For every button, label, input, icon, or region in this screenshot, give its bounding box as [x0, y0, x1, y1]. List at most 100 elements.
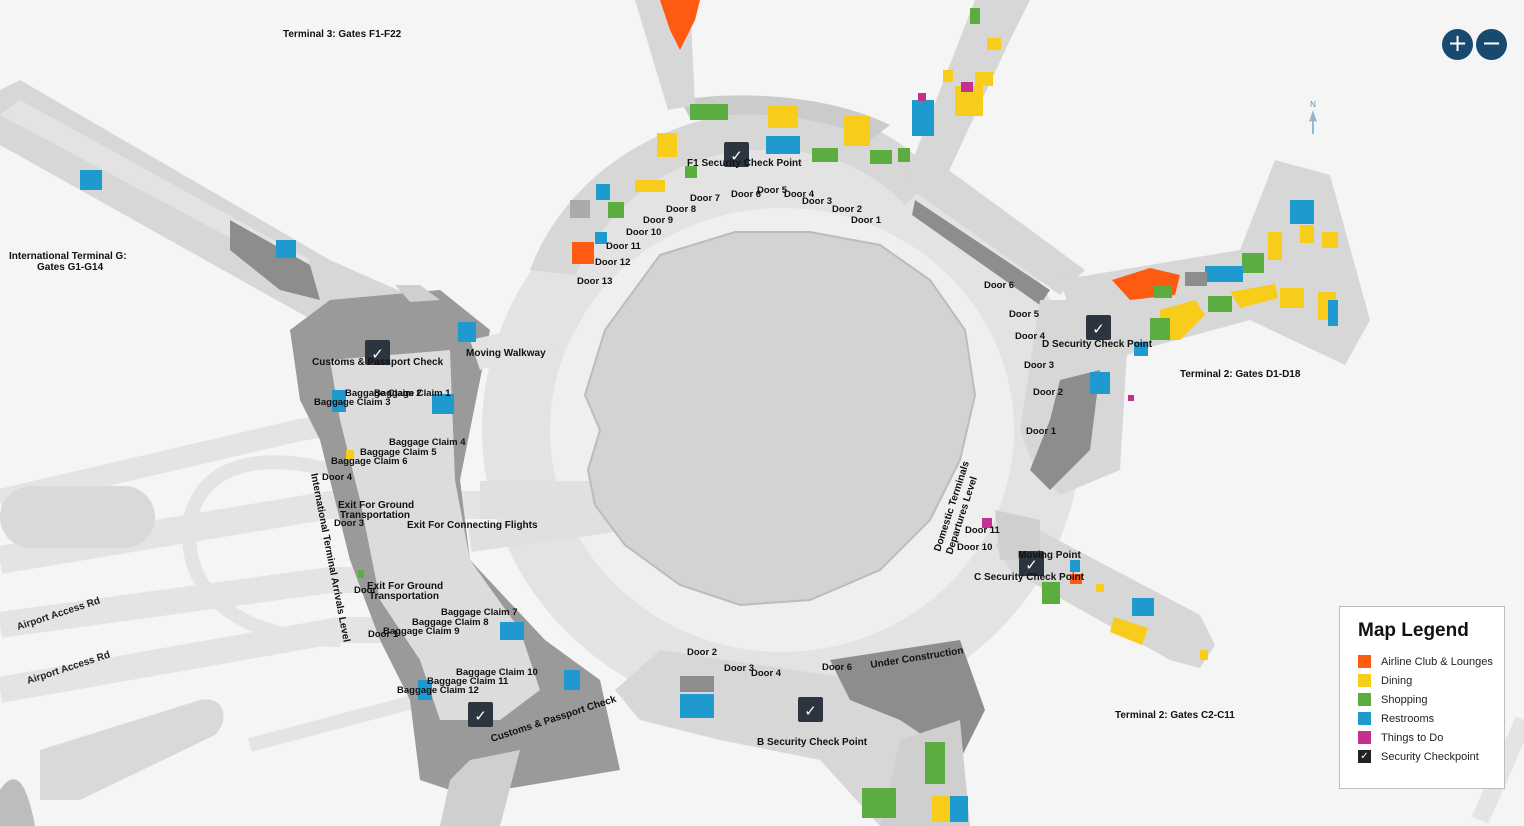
legend-label: Dining	[1381, 674, 1413, 687]
dining-swatch	[1358, 674, 1371, 687]
things-to-do-swatch	[1358, 731, 1371, 744]
amenities	[80, 8, 1338, 822]
parking-area-2	[40, 699, 224, 800]
zoom-out-button[interactable]: −	[1476, 29, 1507, 60]
security-checkpoint-icon[interactable]: ✓	[798, 697, 823, 722]
label-customs-north: Customs & Passport Check	[312, 357, 444, 368]
svg-text:✓: ✓	[1025, 556, 1038, 574]
legend-label: Things to Do	[1381, 731, 1444, 744]
svg-text:✓: ✓	[1092, 320, 1105, 338]
label-door-intl3: Door 3	[334, 518, 364, 529]
label-door-f1: Door 1	[851, 215, 882, 226]
parking-area	[0, 486, 155, 548]
zoom-in-button[interactable]: +	[1442, 29, 1473, 60]
label-baggage-claim-7: Baggage Claim 7	[441, 607, 518, 618]
label-terminal-3: Terminal 3: Gates F1-F22	[283, 29, 402, 40]
terminal-2-c	[995, 520, 1215, 668]
label-baggage-claim-12: Baggage Claim 12	[397, 685, 479, 696]
label-baggage-claim-9: Baggage Claim 9	[383, 626, 460, 637]
intl-north-tip	[395, 285, 440, 302]
shopping-swatch	[1358, 693, 1371, 706]
legend-label: Shopping	[1381, 693, 1428, 706]
connector-d	[905, 160, 1085, 295]
label-baggage-claim-10: Baggage Claim 10	[456, 667, 538, 678]
label-moving-walkway: Moving Walkway	[466, 348, 546, 359]
label-baggage-claim-4: Baggage Claim 4	[389, 437, 466, 448]
label-door-f2: Door 2	[832, 204, 862, 215]
airline-club-swatch	[1358, 655, 1371, 668]
svg-text:✓: ✓	[371, 345, 384, 363]
label-door-b4: Door 4	[751, 668, 782, 679]
label-door-f3: Door 3	[802, 196, 832, 207]
building-d-connector	[912, 200, 1050, 305]
terminal-3-upper	[680, 95, 890, 140]
label-door-intl4: Door 4	[322, 472, 353, 483]
security-checkpoint-icon[interactable]: ✓	[1086, 315, 1111, 340]
label-door-f10: Door 10	[626, 227, 661, 238]
legend-label: Restrooms	[1381, 712, 1435, 725]
label-door-c10: Door 10	[957, 542, 992, 553]
label-door-b2: Door 2	[687, 647, 717, 658]
label-exit-connecting: Exit For Connecting Flights	[407, 520, 538, 531]
label-door-d3: Door 3	[1024, 360, 1054, 371]
legend-item-airline-club: Airline Club & Lounges	[1358, 652, 1504, 671]
label-baggage-claim-3: Baggage Claim 3	[314, 397, 391, 408]
label-baggage-claim-8: Baggage Claim 8	[412, 617, 489, 628]
edge-shape	[0, 779, 35, 826]
security-checkpoint-icon: ✓	[1358, 750, 1371, 763]
label-door-d2: Door 2	[1033, 387, 1063, 398]
label-door-f12: Door 12	[595, 257, 630, 268]
label-door-f11: Door 11	[606, 241, 642, 252]
label-door-f7: Door 7	[690, 193, 720, 204]
label-baggage-claim-2: Baggage Claim 2	[345, 388, 422, 399]
label-intl-g-line1: International Terminal G:	[9, 251, 127, 262]
label-door-f13: Door 13	[577, 276, 612, 287]
legend-item-restrooms: Restrooms	[1358, 709, 1504, 728]
label-terminal-2-d: Terminal 2: Gates D1-D18	[1180, 369, 1301, 380]
label-door-c11: Door 11	[965, 525, 1001, 536]
label-baggage-claim-11: Baggage Claim 11	[427, 676, 509, 687]
label-exit-ground-1b: Transportation	[340, 510, 410, 521]
svg-text:✓: ✓	[804, 702, 817, 720]
airline-club-north	[660, 0, 700, 50]
restrooms-swatch	[1358, 712, 1371, 725]
label-door-intl1: Door 1	[368, 629, 399, 640]
legend-label: Airline Club & Lounges	[1381, 655, 1493, 668]
label-door-d1: Door 1	[1026, 426, 1057, 437]
label-moving-point: Moving Point	[1018, 550, 1081, 561]
svg-text:✓: ✓	[730, 147, 743, 165]
label-door-f4: Door 4	[784, 189, 815, 200]
compass-label: N	[1310, 100, 1316, 109]
label-door-d6: Door 6	[984, 280, 1014, 291]
checkpoint-icons: ✓ ✓ ✓ ✓ ✓ ✓	[365, 142, 1111, 727]
label-baggage-claim-1: Baggage Claim 1	[374, 388, 451, 399]
legend-title: Map Legend	[1358, 620, 1469, 641]
label-terminal-2-c: Terminal 2: Gates C2-C11	[1115, 710, 1235, 721]
intl-south-pier	[440, 750, 520, 826]
map-legend: Map Legend Airline Club & Lounges Dining…	[1339, 606, 1505, 789]
label-door-b6: Door 6	[822, 662, 852, 673]
label-door-intl2: Door	[354, 585, 376, 596]
legend-item-security-checkpoint: ✓ Security Checkpoint	[1358, 747, 1504, 766]
security-checkpoint-icon[interactable]: ✓	[365, 340, 390, 365]
label-c-checkpoint: C Security Check Point	[974, 572, 1085, 583]
label-door-f8: Door 8	[666, 204, 696, 215]
label-exit-ground-1a: Exit For Ground	[338, 500, 414, 511]
legend-item-shopping: Shopping	[1358, 690, 1504, 709]
legend-item-things-to-do: Things to Do	[1358, 728, 1504, 747]
security-checkpoint-icon[interactable]: ✓	[468, 702, 493, 727]
label-d-checkpoint: D Security Check Point	[1042, 339, 1153, 350]
label-door-d4: Door 4	[1015, 331, 1046, 342]
label-baggage-claim-5: Baggage Claim 5	[360, 447, 437, 458]
label-exit-ground-2b: Transportation	[369, 591, 439, 602]
label-door-b3: Door 3	[724, 663, 754, 674]
moving-walkway-path	[470, 270, 600, 370]
security-checkpoint-icon[interactable]: ✓	[1019, 551, 1044, 576]
label-door-d5: Door 5	[1009, 309, 1040, 320]
security-checkpoint-icon[interactable]: ✓	[724, 142, 749, 167]
svg-text:✓: ✓	[474, 707, 487, 725]
label-door-f9: Door 9	[643, 215, 673, 226]
pier-g-building	[230, 220, 320, 300]
label-door-f5: Door 5	[757, 185, 788, 196]
